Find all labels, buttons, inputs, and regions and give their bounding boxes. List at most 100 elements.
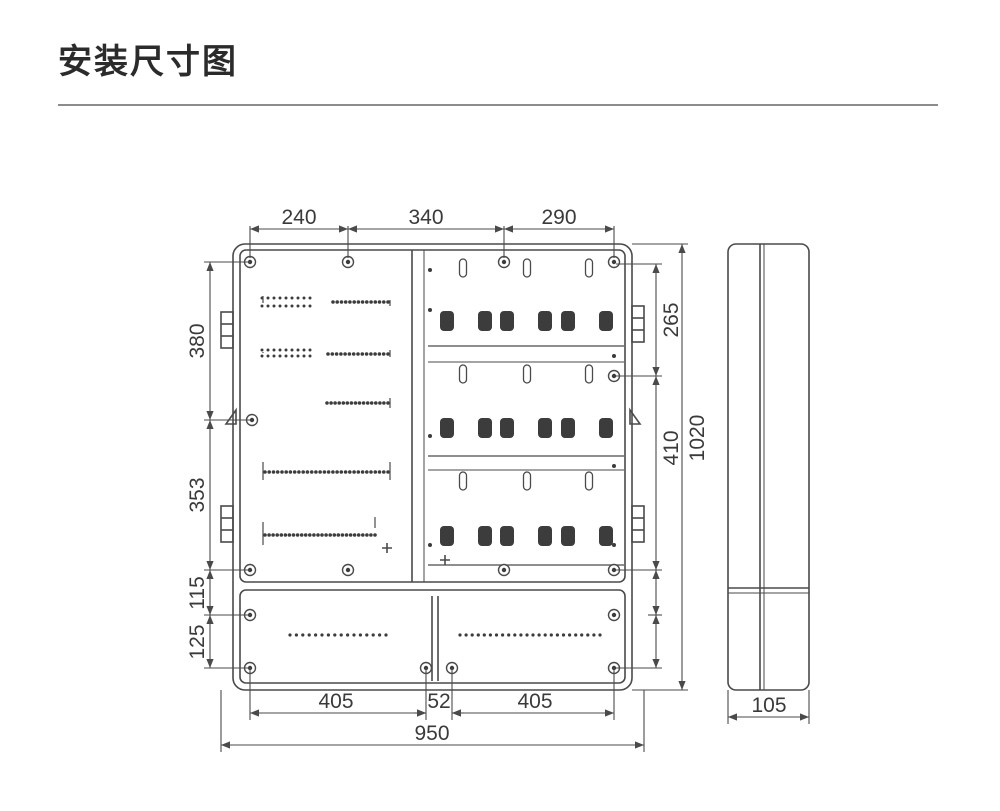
terminal-dot xyxy=(386,352,390,356)
terminal-dot xyxy=(299,533,304,537)
terminal-dot xyxy=(290,348,294,352)
terminal-dot xyxy=(343,470,348,474)
terminal-dot xyxy=(351,352,356,356)
terminal-dot xyxy=(308,533,312,537)
latch-right xyxy=(629,407,642,425)
terminal-dot xyxy=(586,633,590,637)
lower-compartment xyxy=(239,589,626,684)
hinge-left-upper xyxy=(220,311,234,349)
meter-slot xyxy=(458,471,468,491)
dim-left-middle: 353 xyxy=(186,477,209,512)
dim-left-lower: 125 xyxy=(186,624,209,659)
terminal-dot xyxy=(302,354,306,358)
terminal-dot xyxy=(305,470,310,474)
terminal-dot xyxy=(271,533,275,537)
terminal-dot xyxy=(494,633,499,637)
terminal-dot xyxy=(369,401,374,405)
meter-module xyxy=(538,526,552,546)
terminal-dot xyxy=(382,470,386,474)
plus-marker xyxy=(440,555,450,565)
terminal-dot xyxy=(334,352,339,356)
dimension-lines xyxy=(204,225,810,752)
terminal-dot xyxy=(349,401,354,405)
terminal-dot xyxy=(378,633,382,637)
terminal-dot xyxy=(260,354,264,358)
terminal-dot xyxy=(580,633,584,637)
terminal-dot xyxy=(464,633,468,637)
terminal-dot xyxy=(266,296,270,300)
screw-center xyxy=(249,417,255,423)
terminal-dot xyxy=(290,304,294,308)
hinge-left-lower xyxy=(220,505,234,543)
terminal-dot xyxy=(280,470,284,474)
meter-slot xyxy=(458,364,468,384)
meter-module xyxy=(440,311,454,331)
terminal-dot xyxy=(278,354,282,358)
terminal-dot xyxy=(364,352,369,356)
dim-bottom-gap: 52 xyxy=(427,690,450,713)
page-title: 安装尺寸图 xyxy=(58,42,238,82)
terminal-dot xyxy=(266,354,270,358)
screw-center xyxy=(611,373,617,379)
panel-rivet xyxy=(428,268,432,272)
terminal-dot xyxy=(356,533,361,537)
terminal-dot xyxy=(361,533,365,537)
meter-slot xyxy=(458,258,468,278)
terminal-dot xyxy=(352,300,357,304)
side-view xyxy=(727,243,810,691)
terminal-dot xyxy=(458,633,462,637)
meter-module xyxy=(561,526,575,546)
screw-center xyxy=(611,259,617,265)
dim-left-upper: 380 xyxy=(186,323,209,358)
terminal-dot xyxy=(333,633,337,637)
terminal-dot xyxy=(348,470,352,474)
terminal-dot xyxy=(360,300,365,304)
terminal-dot xyxy=(358,633,362,637)
terminal-dot xyxy=(333,401,337,405)
terminal-dot xyxy=(301,470,306,474)
terminal-dot xyxy=(343,352,347,356)
terminal-dot xyxy=(373,352,377,356)
screw xyxy=(497,563,511,577)
terminal-dot xyxy=(386,470,390,474)
terminal-dot xyxy=(598,633,602,637)
terminal-dot xyxy=(352,633,356,637)
meter-module xyxy=(561,311,575,331)
terminal-dot xyxy=(295,533,300,537)
terminal-dot xyxy=(294,633,298,637)
terminal-dot xyxy=(346,633,350,637)
terminal-dot xyxy=(347,352,352,356)
meter-module xyxy=(599,311,613,331)
panel-rivet xyxy=(428,308,432,312)
meter-slot xyxy=(522,471,532,491)
screw xyxy=(607,369,621,383)
dimension-labels: 240 340 290 380 353 115 125 265 410 1020… xyxy=(186,206,787,745)
terminal-dot xyxy=(592,633,596,637)
terminal-dot xyxy=(320,533,324,537)
terminal-dot xyxy=(260,348,264,352)
terminal-dot xyxy=(574,633,578,637)
terminal-dot xyxy=(308,354,312,358)
terminal-dot xyxy=(336,533,341,537)
terminal-dot xyxy=(555,633,560,637)
terminal-dot xyxy=(272,354,276,358)
panel-rivet xyxy=(612,354,616,358)
terminal-dot xyxy=(284,304,288,308)
terminal-dot xyxy=(332,533,337,537)
terminal-dot xyxy=(288,633,292,637)
terminal-dot xyxy=(386,401,390,405)
terminal-dot xyxy=(314,470,318,474)
terminal-dot xyxy=(371,633,375,637)
dim-bottom-left: 405 xyxy=(318,690,353,713)
terminal-dot xyxy=(266,348,270,352)
screw xyxy=(341,255,355,269)
terminal-dot xyxy=(326,352,330,356)
front-view xyxy=(220,243,645,691)
terminal-dot xyxy=(288,470,293,474)
terminal-dot xyxy=(308,296,312,300)
dim-right-upper: 265 xyxy=(660,302,683,337)
terminal-dot xyxy=(507,633,511,637)
terminal-rows xyxy=(260,296,602,637)
terminal-dot xyxy=(290,354,294,358)
terminal-dot xyxy=(331,470,335,474)
